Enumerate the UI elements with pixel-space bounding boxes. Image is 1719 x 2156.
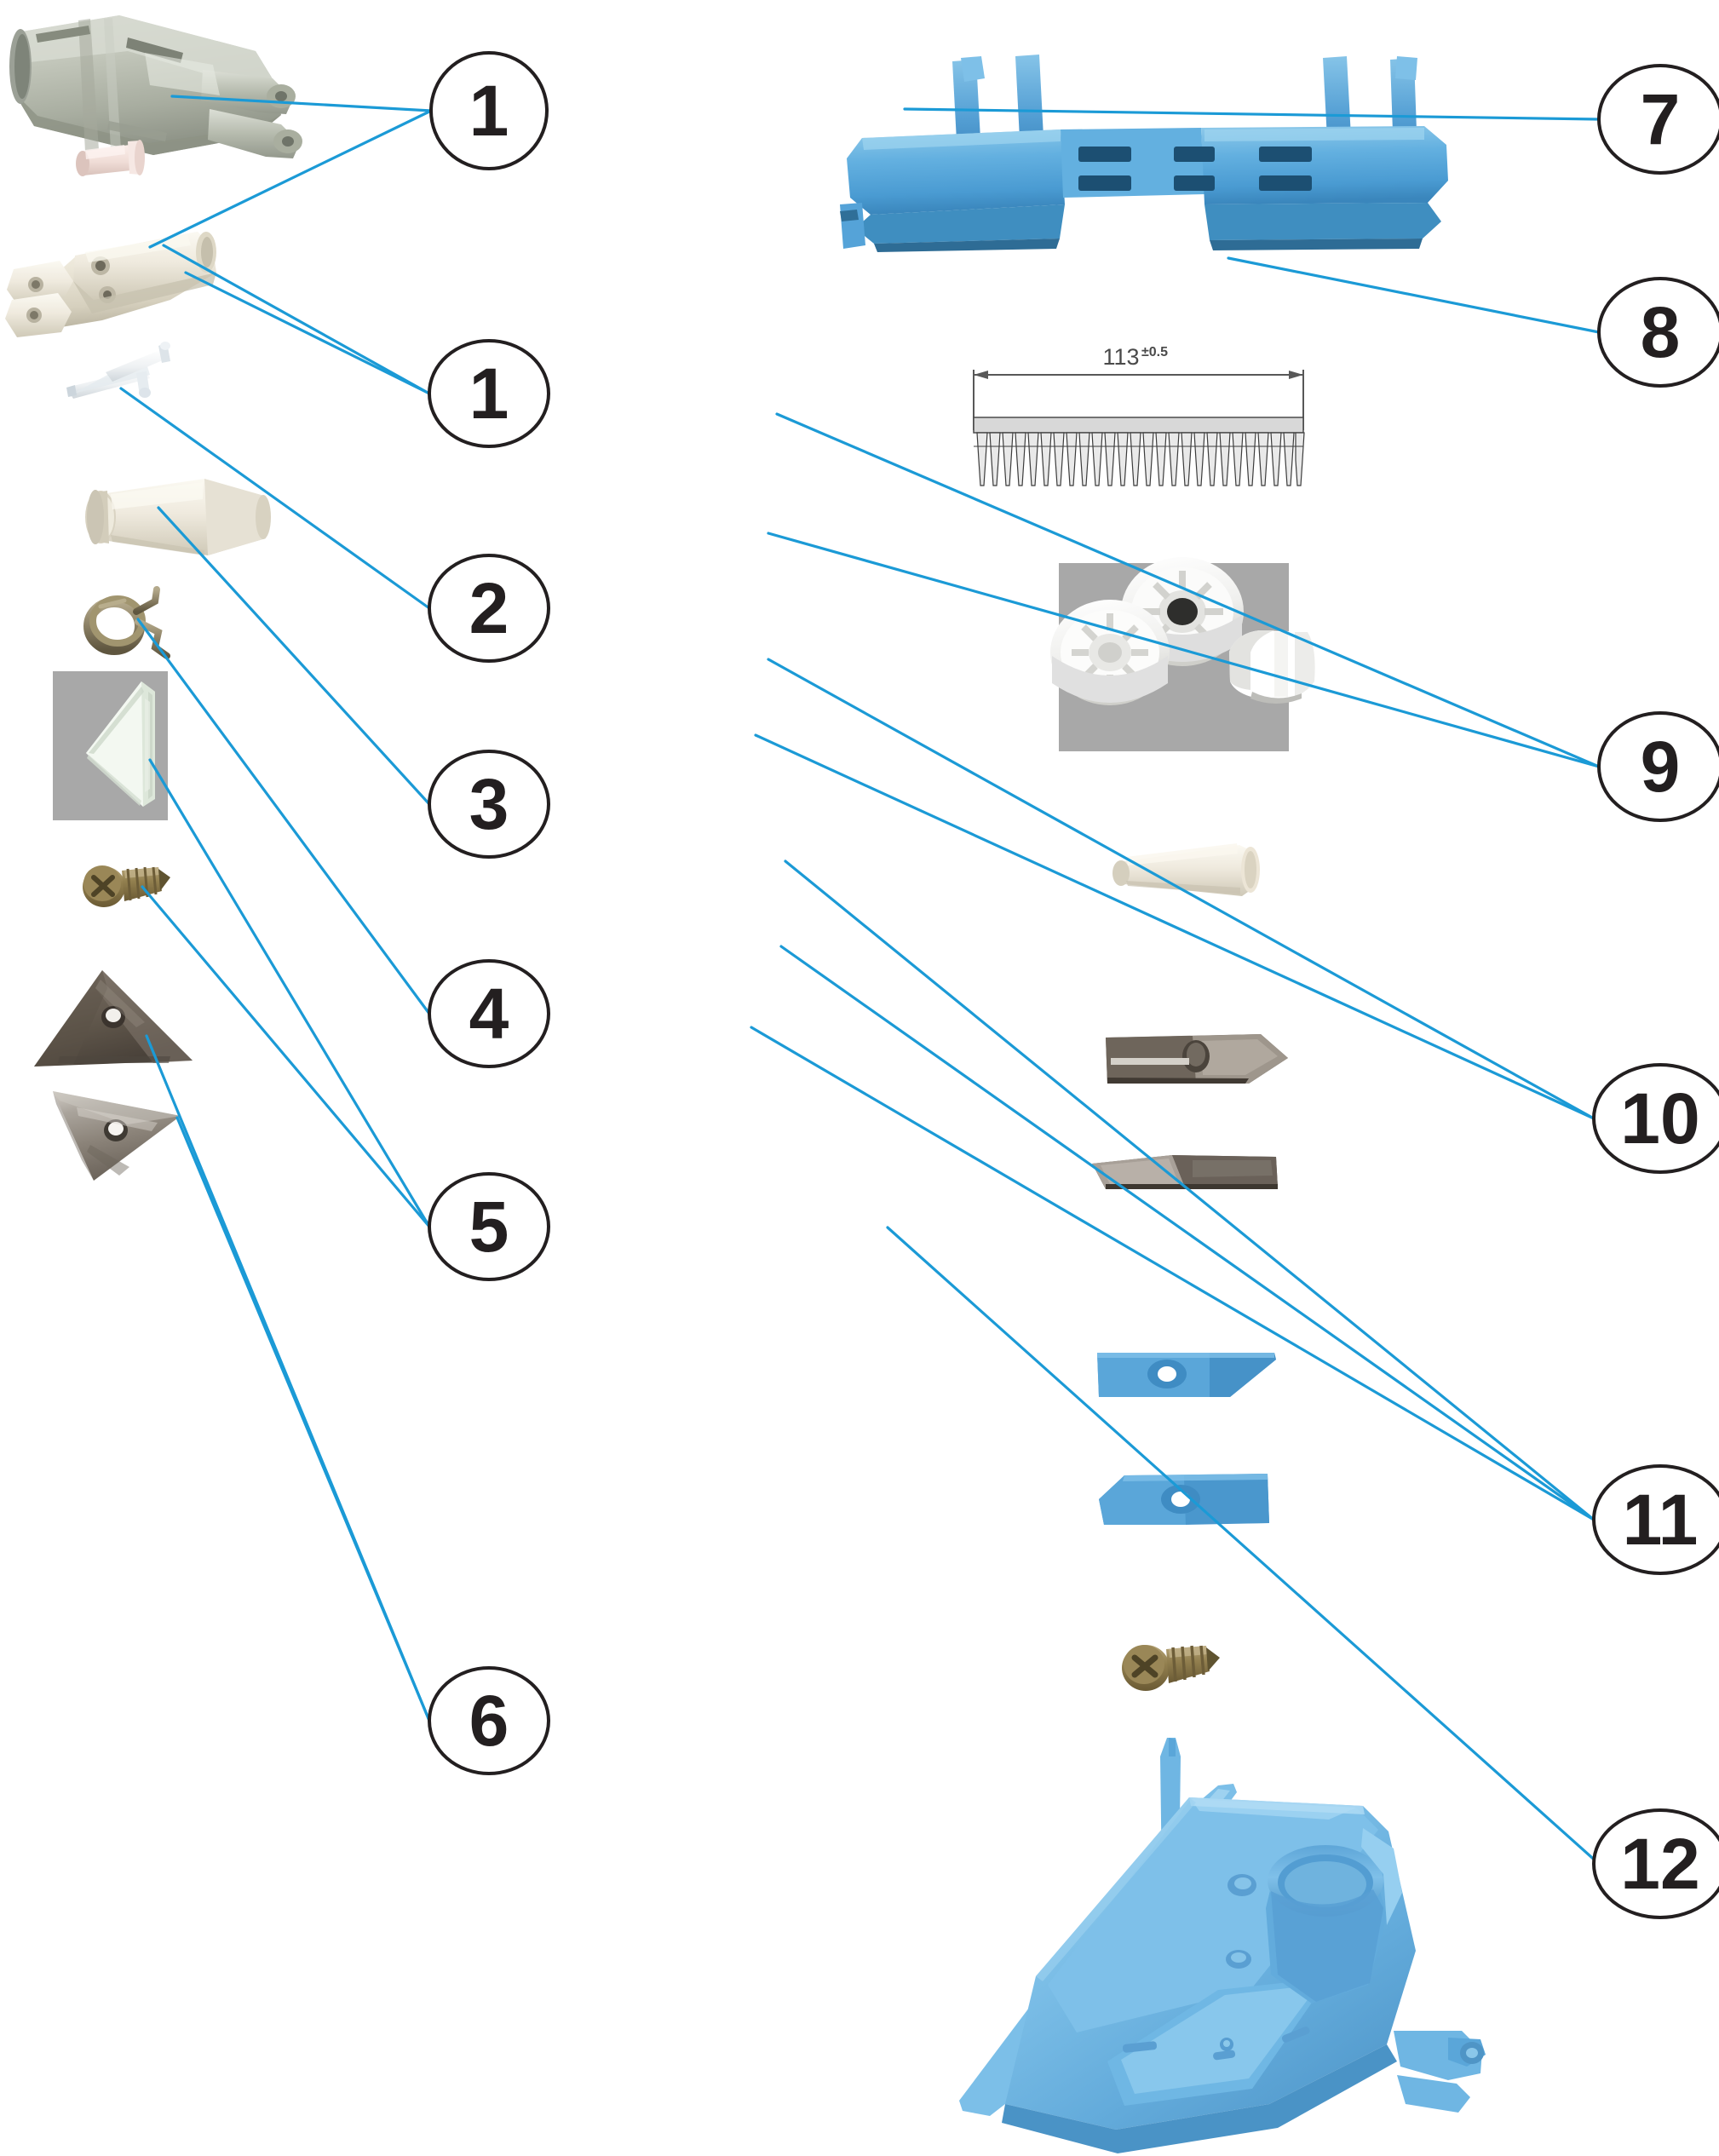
part-handle-grip-grey-sleeve: [9, 15, 302, 158]
part-comb-brush-strip-drawing: 113 ±0.5: [973, 344, 1305, 486]
leader-line-9a: [775, 412, 1601, 768]
leader-line-6b: [175, 1116, 431, 1722]
callout-11-label: 11: [1623, 1480, 1699, 1560]
leader-line-9b: [767, 532, 1601, 768]
callout-2-label: 2: [469, 568, 509, 648]
part-metal-blade-upper: [1106, 1034, 1288, 1084]
callout-7[interactable]: 7: [1597, 64, 1719, 175]
callout-7-label: 7: [1641, 79, 1681, 159]
part-blue-bracket-plate: [840, 55, 1448, 252]
callout-2[interactable]: 2: [428, 554, 550, 663]
part-blue-triangular-head-body: [959, 1738, 1486, 2153]
leader-line-12: [886, 1226, 1601, 1866]
callout-9-label: 9: [1641, 727, 1681, 807]
leader-lines-group: [119, 95, 1601, 1866]
callout-10[interactable]: 10: [1592, 1063, 1719, 1174]
part-white-roller-wheels: [1050, 557, 1315, 751]
part-blue-side-plate-upper: [1097, 1353, 1276, 1397]
callout-9[interactable]: 9: [1597, 711, 1719, 822]
part-pan-head-screw-11: [1122, 1645, 1220, 1691]
part-cream-axle-sleeve: [1112, 843, 1260, 896]
leader-line-1a: [170, 95, 433, 112]
leader-line-1c: [162, 244, 431, 395]
callout-11[interactable]: 11: [1592, 1464, 1719, 1575]
callout-5-label: 5: [469, 1187, 509, 1267]
dimension-value: 113: [1102, 344, 1139, 370]
roller-plain: [1229, 630, 1315, 704]
callout-12-label: 12: [1620, 1824, 1699, 1904]
leader-line-5a: [148, 758, 431, 1228]
part-blue-side-plate-lower: [1099, 1474, 1269, 1525]
part-pink-bushing-pin: [76, 140, 145, 176]
callout-1-top-label: 1: [469, 71, 509, 151]
leader-line-11b: [779, 945, 1595, 1521]
leader-line-11c: [750, 1026, 1595, 1521]
leader-line-1d: [184, 271, 431, 395]
leader-line-2: [119, 387, 431, 610]
callout-6[interactable]: 6: [428, 1666, 550, 1775]
dimension-tolerance: ±0.5: [1141, 345, 1168, 359]
part-metal-triangle-plate-lower: [53, 1091, 181, 1181]
part-handle-arm-cream: [5, 232, 216, 337]
leader-line-1b: [148, 109, 433, 249]
callout-4[interactable]: 4: [428, 959, 550, 1068]
part-metal-triangle-plate-upper: [34, 970, 193, 1067]
callout-4-label: 4: [469, 974, 509, 1054]
leader-line-5b: [141, 885, 431, 1228]
leader-line-7: [903, 107, 1601, 121]
leader-line-3: [157, 506, 431, 806]
leader-line-8: [1227, 256, 1601, 334]
callout-6-label: 6: [469, 1681, 509, 1761]
leader-line-10b: [754, 733, 1595, 1120]
callout-5[interactable]: 5: [428, 1172, 550, 1281]
callout-3-label: 3: [469, 764, 509, 844]
callout-10-label: 10: [1620, 1078, 1699, 1158]
callout-12[interactable]: 12: [1592, 1808, 1719, 1919]
leader-line-4: [136, 618, 431, 1015]
part-pan-head-screw-5: [83, 865, 170, 907]
callouts-group: 1 1 2 3 4 5 6 7: [428, 51, 1719, 1919]
leader-line-11a: [784, 860, 1595, 1521]
callout-3[interactable]: 3: [428, 750, 550, 859]
callout-8-label: 8: [1641, 292, 1681, 372]
callout-8[interactable]: 8: [1597, 277, 1719, 388]
part-torsion-spring: [83, 586, 170, 659]
callout-1-second[interactable]: 1: [428, 339, 550, 448]
part-cream-adapter-cone: [85, 479, 271, 555]
part-triangular-white-shroud: [53, 671, 168, 820]
callout-1-top[interactable]: 1: [429, 51, 549, 170]
leader-line-10a: [767, 658, 1595, 1120]
callout-1-second-label: 1: [469, 354, 509, 434]
roller-wheel-front: [1050, 600, 1170, 705]
part-white-clip-spring-arm: [66, 342, 170, 399]
